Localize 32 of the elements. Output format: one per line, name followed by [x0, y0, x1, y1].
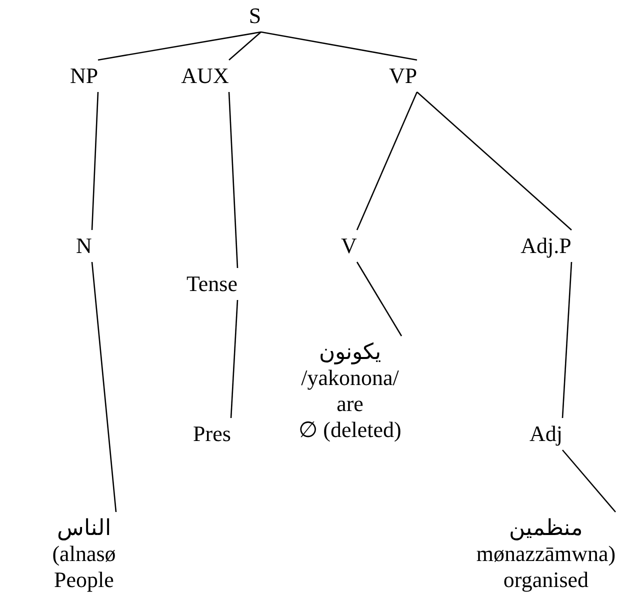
tree-branch [91, 262, 117, 512]
tree-label: V [341, 233, 357, 259]
tree-branch [228, 92, 238, 268]
tree-label: NP [70, 63, 98, 89]
tree-label: organised [503, 567, 589, 593]
tree-label: S [248, 3, 262, 29]
tree-branch [356, 262, 402, 336]
tree-label: People [54, 567, 114, 593]
tree-branch [562, 450, 616, 512]
tree-label: Adj.P [520, 233, 572, 259]
tree-branch [416, 92, 572, 230]
tree-branch [260, 31, 418, 61]
tree-label: AUX [181, 63, 229, 89]
tree-label: /yakonona/ [301, 365, 399, 391]
tree-branch [562, 262, 572, 418]
tree-label: Adj [530, 421, 562, 447]
tree-label: VP [388, 63, 418, 89]
tree-label: mønazzāmwna) [476, 541, 616, 567]
tree-branch [91, 92, 99, 230]
tree-label: are [336, 391, 364, 417]
tree-label: ∅ (deleted) [298, 417, 402, 443]
tree-label: منظمين [509, 515, 583, 541]
tree-label: (alnasø [52, 541, 116, 567]
tree-label: Pres [193, 421, 231, 447]
tree-label: الناس [57, 515, 111, 541]
tree-branch [356, 92, 418, 230]
tree-label: N [76, 233, 92, 259]
tree-branch [230, 300, 238, 418]
tree-branch [98, 31, 262, 61]
tree-label: Tense [186, 271, 238, 297]
tree-label: يكونون [319, 339, 381, 365]
tree-branch [228, 32, 262, 60]
